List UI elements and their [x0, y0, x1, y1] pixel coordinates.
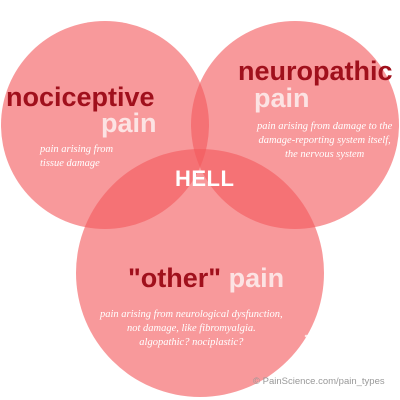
nociceptive-description: pain arising from tissue damage: [40, 143, 113, 171]
credit-text: © PainScience.com/pain_types: [253, 376, 385, 387]
other-description-line: not damage, like fibromyalgia.: [126, 323, 256, 334]
nociceptive-title: nociceptive: [6, 82, 155, 112]
neuropathic-title: neuropathic: [238, 56, 393, 86]
hell-label: HELL: [175, 166, 235, 191]
other-description: pain arising from neurological dysfuncti…: [100, 308, 283, 350]
neuropathic-subtitle: pain: [254, 83, 310, 113]
nociceptive-description-line: pain arising from: [40, 144, 114, 155]
other-description-line: pain arising from neurological dysfuncti…: [100, 309, 283, 320]
circle-other: [76, 149, 324, 397]
other-title: "other" pain: [128, 264, 284, 292]
neuropathic-description-line: damage-reporting system itself,: [258, 135, 391, 146]
nociceptive-subtitle: pain: [101, 108, 157, 138]
neuropathic-description: pain arising from damage to the damage-r…: [257, 120, 392, 162]
other-description-line: algopathic? nociplastic?: [139, 337, 244, 348]
nociceptive-description-line: tissue damage: [40, 158, 100, 169]
neuropathic-description-line: pain arising from damage to the: [257, 121, 393, 132]
neuropathic-description-line: the nervous system: [284, 149, 365, 160]
lizard-icon: [303, 324, 333, 378]
other-title-rest: pain: [228, 263, 285, 293]
other-title-quoted: "other": [128, 263, 222, 293]
